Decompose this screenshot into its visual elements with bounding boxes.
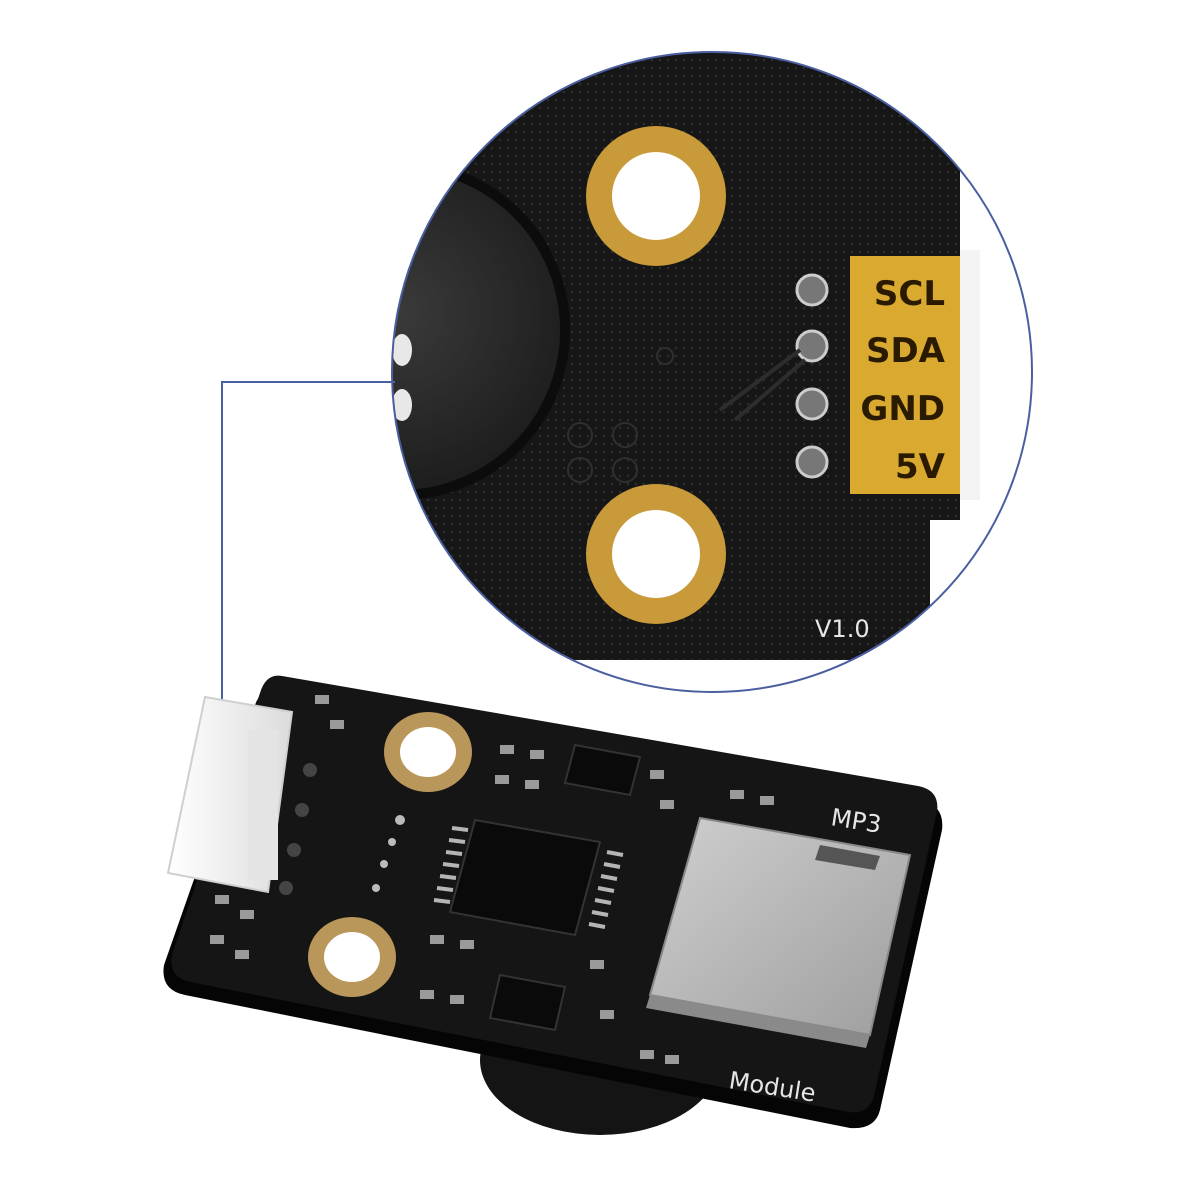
mp3-module-board: MP3 Module: [163, 675, 943, 1135]
pin-label-5v: 5V: [895, 447, 946, 487]
smd-components: [210, 695, 774, 1064]
header-pins-closeup: [795, 273, 829, 479]
mounting-hole-top: [586, 126, 726, 266]
pin-label-plate: [850, 256, 960, 494]
pin-label-gnd: GND: [860, 389, 945, 429]
board-mounting-hole-top: [384, 712, 472, 792]
zoom-circle-outline: [391, 51, 1033, 693]
pin-label-sda: SDA: [866, 331, 946, 371]
pin-label-scl: SCL: [874, 274, 945, 314]
board-mounting-hole-bottom: [308, 917, 396, 997]
jst-connector: [166, 695, 317, 895]
secondary-chip: [563, 743, 642, 797]
mounting-hole-bottom: [586, 484, 726, 624]
amplifier-chip: [488, 973, 567, 1032]
zoom-callout: SCL SDA GND 5V V1.0: [391, 51, 1033, 693]
main-ic-chip: [433, 818, 624, 937]
microsd-card-slot[interactable]: [646, 816, 912, 1048]
version-label: V1.0: [815, 615, 870, 643]
